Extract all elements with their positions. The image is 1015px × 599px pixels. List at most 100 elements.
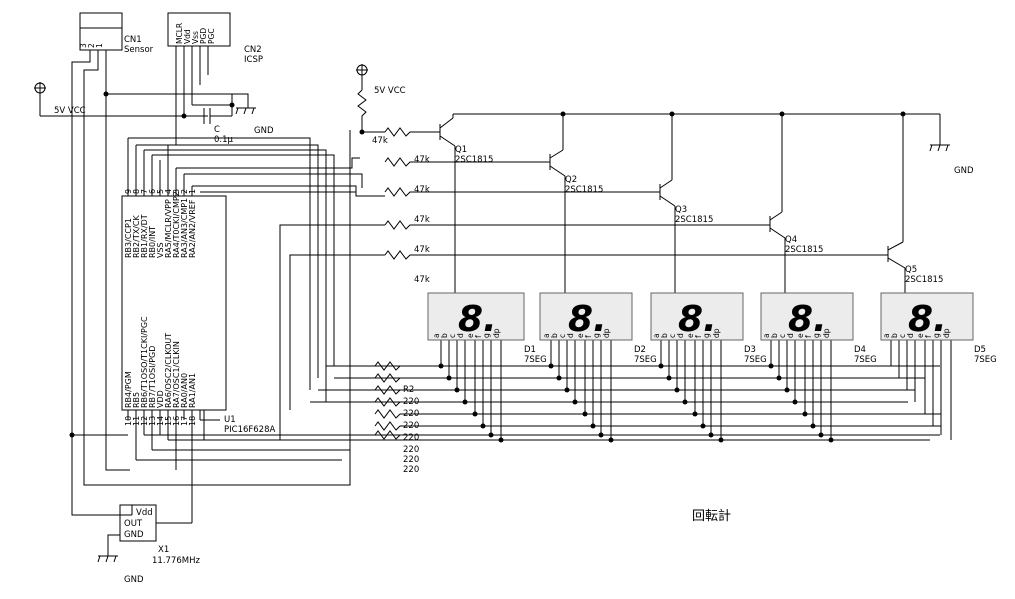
display-4-pin-f: f xyxy=(804,335,813,338)
display-1-pin-f: f xyxy=(474,335,483,338)
display-d2: 8. D2 7SEG xyxy=(539,292,657,365)
display-2-pin-c: c xyxy=(558,334,567,338)
display-5-pin-dp: dp xyxy=(942,328,951,338)
pic-pin-17-name: RA0/AN0 xyxy=(180,373,189,408)
pic-pin-18-name: RA1/AN1 xyxy=(188,373,197,408)
display-5-pin-g: g xyxy=(932,333,941,338)
q3-ref: Q3 xyxy=(675,205,687,215)
pic-pin-9-name: RB3/CCP1 xyxy=(124,218,133,258)
seg-res-label-5: 220 xyxy=(403,445,419,455)
q2-ref: Q2 xyxy=(565,175,577,185)
display-1-pin-b: b xyxy=(440,333,449,338)
display-3-pin-d: d xyxy=(676,333,685,338)
display-1-pin-d: d xyxy=(456,333,465,338)
cn2-pin-vdd: Vdd xyxy=(183,29,192,44)
pic-pin-7-name: RB1/RX/DT xyxy=(140,214,149,258)
pic-pin-9-number: 9 xyxy=(124,189,133,194)
pic-pin-7-number: 7 xyxy=(140,189,149,194)
display-2-pin-a: a xyxy=(542,333,551,338)
gnd-right-label: GND xyxy=(954,166,974,176)
pic-pin-14-name: VDD xyxy=(156,390,165,408)
seg-res-label-0: R2 xyxy=(403,385,414,395)
u1-ref: U1 xyxy=(224,415,236,425)
vcc-top-label: 5V VCC xyxy=(374,86,406,96)
display-3-pin-dp: dp xyxy=(712,328,721,338)
display-5-pin-c: c xyxy=(898,334,907,338)
display-box xyxy=(880,292,974,341)
base-resistor-4-value: 47k xyxy=(414,215,430,225)
cn1-pin-2: 2 xyxy=(87,43,96,48)
display-d4: 8. D4 7SEG xyxy=(760,292,877,365)
display-4-pin-d: d xyxy=(786,333,795,338)
display-type: 7SEG xyxy=(854,355,877,365)
display-digit: 8. xyxy=(908,299,947,340)
pic-pin-1-name: RA2/AN2/VREF xyxy=(188,199,197,258)
q4-part: 2SC1815 xyxy=(785,245,823,255)
cn1-ref: CN1 xyxy=(124,35,142,45)
junction-dots xyxy=(69,91,906,443)
pic-bottom-pin-labels: 10RB4/PGM11RB512RB6/T1OSO/T1CKI/PGC13RB7… xyxy=(124,316,197,426)
pic-body xyxy=(121,195,227,411)
pic-pin-2-name: RA3/AN3/CMP1 xyxy=(180,198,189,258)
u1-part: PIC16F628A xyxy=(224,425,275,435)
q1-part: 2SC1815 xyxy=(455,155,493,165)
cn1-pin-3: 3 xyxy=(79,43,88,48)
display-4-pin-b: b xyxy=(770,333,779,338)
display-4-pin-e: e xyxy=(796,333,805,338)
display-digit: 8. xyxy=(568,299,607,340)
gnd-bottom-label: GND xyxy=(124,575,144,585)
display-4-pin-dp: dp xyxy=(822,328,831,338)
display-3-pin-g: g xyxy=(702,333,711,338)
display-3-pin-f: f xyxy=(694,335,703,338)
cn1-body xyxy=(79,12,123,29)
display-box xyxy=(539,292,633,341)
display-ref: D1 xyxy=(524,345,536,355)
cn2-pin-pgc: PGC xyxy=(207,28,216,44)
display-1-pin-dp: dp xyxy=(492,328,501,338)
cn1-name: Sensor xyxy=(124,45,154,55)
display-3-pin-e: e xyxy=(686,333,695,338)
display-d5: 8. D5 7SEG xyxy=(880,292,997,365)
display-2-pin-b: b xyxy=(550,333,559,338)
display-1-pin-e: e xyxy=(466,333,475,338)
base-resistor-5-value: 47k xyxy=(414,245,430,255)
vcc-left-label: 5V VCC xyxy=(54,106,86,116)
display-5-pin-a: a xyxy=(882,333,891,338)
pic-pin-3-number: 3 xyxy=(172,189,181,194)
display-d1: 8. D1 7SEG xyxy=(427,292,547,365)
display-5-pin-f: f xyxy=(924,335,933,338)
display-ref: D5 xyxy=(974,345,986,355)
pic-pin-12-name: RB6/T1OSO/T1CKI/PGC xyxy=(140,316,149,408)
cn2-body xyxy=(167,12,231,47)
cn2-name: ICSP xyxy=(244,55,263,65)
pic-pin-4-number: 4 xyxy=(164,189,173,194)
x1-freq: 11.776MHz xyxy=(152,556,200,566)
display-5-pin-e: e xyxy=(916,333,925,338)
display-ref: D3 xyxy=(744,345,756,355)
x1-pin-vdd: Vdd xyxy=(136,508,153,518)
q4-ref: Q4 xyxy=(785,235,797,245)
display-type: 7SEG xyxy=(634,355,657,365)
display-1-pin-c: c xyxy=(448,334,457,338)
pic-pin-14-number: 14 xyxy=(156,416,165,426)
q5-part: 2SC1815 xyxy=(905,275,943,285)
pic-pin-11-name: RB5 xyxy=(132,392,141,408)
cn1-pin-block xyxy=(79,27,123,51)
pic-pin-2-number: 2 xyxy=(180,189,189,194)
display-5-pin-d: d xyxy=(906,333,915,338)
pic-pin-18-number: 18 xyxy=(188,416,197,426)
seg-res-label-2: 220 xyxy=(403,409,419,419)
pic-pin-15-number: 15 xyxy=(164,416,173,426)
pic-pin-3-name: RA4/T0CKI/CMP2 xyxy=(172,191,181,258)
display-3-pin-a: a xyxy=(652,333,661,338)
base-resistor-3-value: 47k xyxy=(414,185,430,195)
cn1-pin-1: 1 xyxy=(95,43,104,48)
wiring xyxy=(34,12,952,563)
display-type: 7SEG xyxy=(524,355,547,365)
pic-pin-5-number: 5 xyxy=(156,189,165,194)
seg-res-label-4: 220 xyxy=(403,433,419,443)
seg-res-label-7: 220 xyxy=(403,465,419,475)
display-digit: 8. xyxy=(678,299,717,340)
